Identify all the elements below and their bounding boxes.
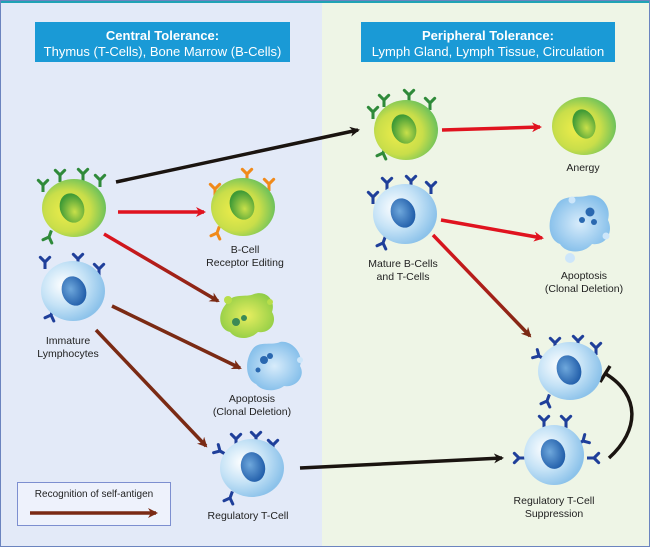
inhibition-bar: [598, 365, 612, 383]
label-apoptosis-right: Apoptosis (Clonal Deletion): [545, 270, 623, 296]
peripheral-tolerance-header: Peripheral Tolerance: Lymph Gland, Lymph…: [361, 22, 615, 62]
peripheral-tolerance-title: Peripheral Tolerance:: [422, 28, 554, 43]
label-line: Immature: [45, 335, 91, 347]
label-anergy: Anergy: [566, 162, 599, 175]
label-regulatory-t-cell: Regulatory T-Cell: [208, 510, 289, 523]
label-line: Lymphocytes: [37, 348, 99, 360]
arrows: [94, 122, 634, 470]
cell-immature-t: [38, 252, 106, 323]
label-line: Apoptosis: [560, 270, 608, 282]
arrow-mature-to-suppressed: [431, 233, 532, 338]
label-line: Anergy: [566, 162, 600, 174]
arrow-to-apoptosis-right: [440, 218, 544, 242]
label-line: Receptor Editing: [206, 257, 284, 269]
label-regulatory-suppression: Regulatory T-Cell Suppression: [514, 495, 595, 521]
cell-mature-blue: [366, 174, 438, 251]
cell-regulatory-suppression: [512, 414, 601, 485]
label-line: Regulatory T-Cell: [207, 510, 289, 522]
cell-regulatory-t-left: [212, 430, 284, 506]
central-tolerance-subtitle: Thymus (T-Cells), Bone Marrow (B-Cells): [43, 44, 282, 59]
arrow-regulatory-to-suppression: [299, 453, 504, 470]
label-immature-lymphocytes: Immature Lymphocytes: [37, 335, 98, 361]
arrow-to-anergy: [441, 122, 542, 133]
cell-receptor-editing: [208, 167, 276, 241]
arrow-immature-to-mature-green: [115, 126, 360, 184]
arrow-to-apoptosis-blue: [111, 304, 242, 370]
legend-box: Recognition of self-antigen: [17, 482, 171, 526]
label-line: Apoptosis: [228, 393, 276, 405]
arrow-to-apoptosis-green: [103, 232, 220, 303]
inhibition-arc: [605, 372, 634, 460]
cell-mature-green: [366, 88, 438, 161]
peripheral-panel: [322, 1, 649, 546]
label-line: Mature B-Cells: [368, 258, 438, 270]
apoptotic-cell-green: [220, 293, 275, 338]
label-line: Suppression: [524, 508, 584, 520]
arrow-to-regulatory-t-cell: [94, 328, 208, 448]
cell-suppressed: [531, 334, 603, 409]
legend-text: Recognition of self-antigen: [34, 489, 154, 500]
peripheral-tolerance-subtitle: Lymph Gland, Lymph Tissue, Circulation: [371, 44, 605, 59]
cell-anergy: [552, 97, 616, 155]
apoptotic-cell-blue-right: [549, 195, 611, 263]
label-line: and T-Cells: [376, 271, 430, 283]
label-line: (Clonal Deletion): [212, 406, 292, 418]
apoptotic-cell-blue-left: [247, 341, 303, 391]
label-line: (Clonal Deletion): [544, 283, 624, 295]
label-mature-cells: Mature B-Cells and T-Cells: [368, 258, 437, 284]
central-tolerance-title: Central Tolerance:: [105, 28, 220, 43]
label-line: B-Cell: [230, 244, 260, 256]
label-apoptosis-left: Apoptosis (Clonal Deletion): [213, 393, 291, 419]
central-tolerance-header: Central Tolerance: Thymus (T-Cells), Bon…: [35, 22, 290, 62]
label-receptor-editing: B-Cell Receptor Editing: [206, 244, 284, 270]
cell-immature-b: [36, 167, 107, 245]
label-line: Regulatory T-Cell: [513, 495, 595, 507]
